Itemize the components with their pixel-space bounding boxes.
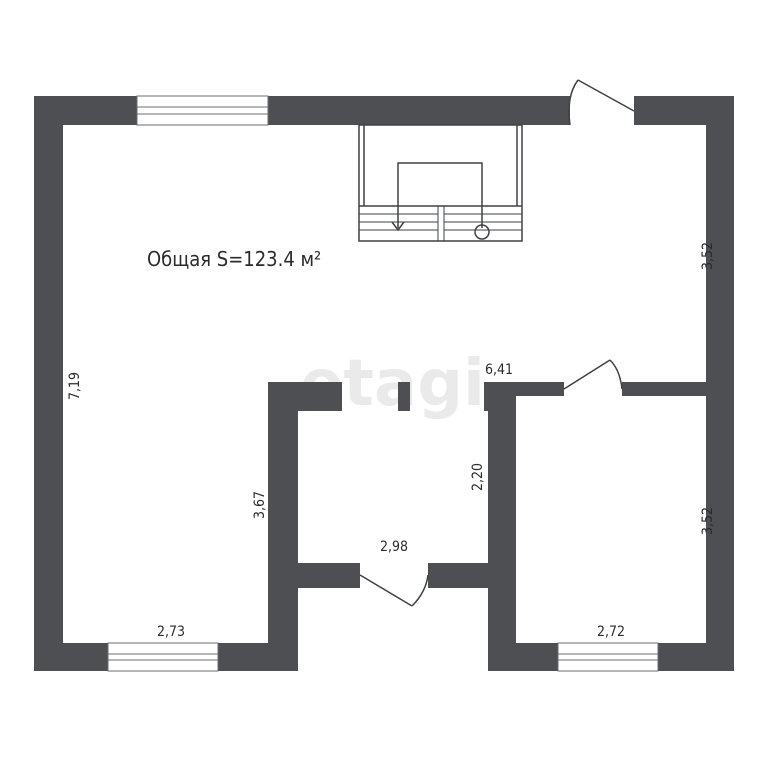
staircase (358, 124, 523, 242)
dim-bottom-left-width: 2,73 (157, 624, 185, 640)
window-top (136, 95, 269, 126)
dim-corridor-height: 2,20 (470, 463, 486, 491)
interior-walls (268, 382, 734, 671)
dim-bathroom-height: 3,67 (252, 491, 268, 519)
dim-left-height: 7,19 (67, 372, 83, 400)
dim-bottom-right-width: 2,72 (597, 624, 625, 640)
dim-bathroom-width: 2,98 (380, 539, 408, 555)
dim-top-width: 6,41 (485, 362, 513, 378)
right-room-door (563, 359, 623, 390)
total-area-label: Общая S=123.4 м² (147, 247, 321, 271)
window-bottom-left (107, 642, 219, 672)
dim-right-room-height: 3,52 (700, 507, 716, 535)
window-bottom-right (557, 642, 659, 672)
dim-top-right-height: 3,52 (700, 242, 716, 270)
entrance-door (568, 79, 635, 126)
bathroom-door (359, 574, 429, 607)
